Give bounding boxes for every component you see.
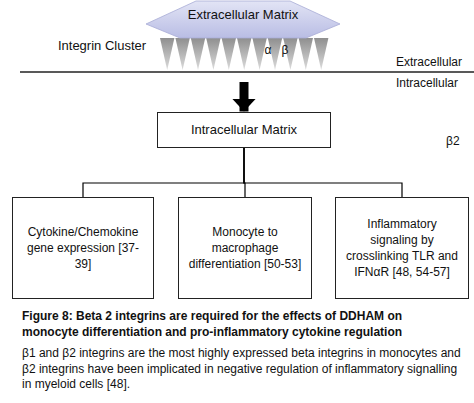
node-text: Monocyte to macrophage differentiation [… — [187, 224, 303, 273]
matrix-shape: Extracellular Matrix — [146, 0, 340, 40]
figure-caption: Figure 8: Beta 2 integrins are required … — [22, 309, 462, 340]
process-box: Intracellular Matrix — [157, 112, 331, 148]
integrin-triangle — [314, 38, 328, 70]
integrin-label: β2 — [446, 134, 470, 150]
side-label: Extracellular — [396, 55, 472, 71]
integrin-triangle — [160, 38, 174, 70]
matrix-polygon — [146, 1, 340, 38]
integrin-triangle — [191, 38, 205, 70]
branch-line — [83, 148, 244, 197]
integrin-triangle — [222, 38, 236, 70]
integrin-triangle — [299, 38, 313, 70]
node-text: Cytokine/Chemokine gene expression [37-3… — [21, 224, 145, 273]
body-text: β1 and β2 integrins are the most highly … — [22, 346, 462, 393]
integrin-triangle — [237, 38, 251, 70]
integrin-label: Integrin Cluster — [52, 38, 152, 55]
branch-line — [244, 148, 402, 197]
subunit-label: α — [262, 43, 274, 59]
subunit-label: β — [279, 43, 291, 59]
node-text: Extracellular Matrix — [188, 6, 299, 24]
node-text: Inflammatory signaling by crosslinking T… — [344, 216, 460, 281]
integrin-triangle — [175, 38, 189, 70]
membrane-line — [20, 71, 474, 73]
process-box: Cytokine/Chemokine gene expression [37-3… — [12, 197, 154, 299]
integrin-cluster — [160, 38, 328, 70]
process-box: Inflammatory signaling by crosslinking T… — [335, 197, 469, 299]
node-text: Intracellular Matrix — [191, 121, 297, 139]
process-box: Monocyte to macrophage differentiation [… — [178, 197, 312, 299]
block-arrow — [240, 82, 249, 112]
integrin-triangle — [206, 38, 220, 70]
side-label: Intracellular — [396, 76, 472, 92]
